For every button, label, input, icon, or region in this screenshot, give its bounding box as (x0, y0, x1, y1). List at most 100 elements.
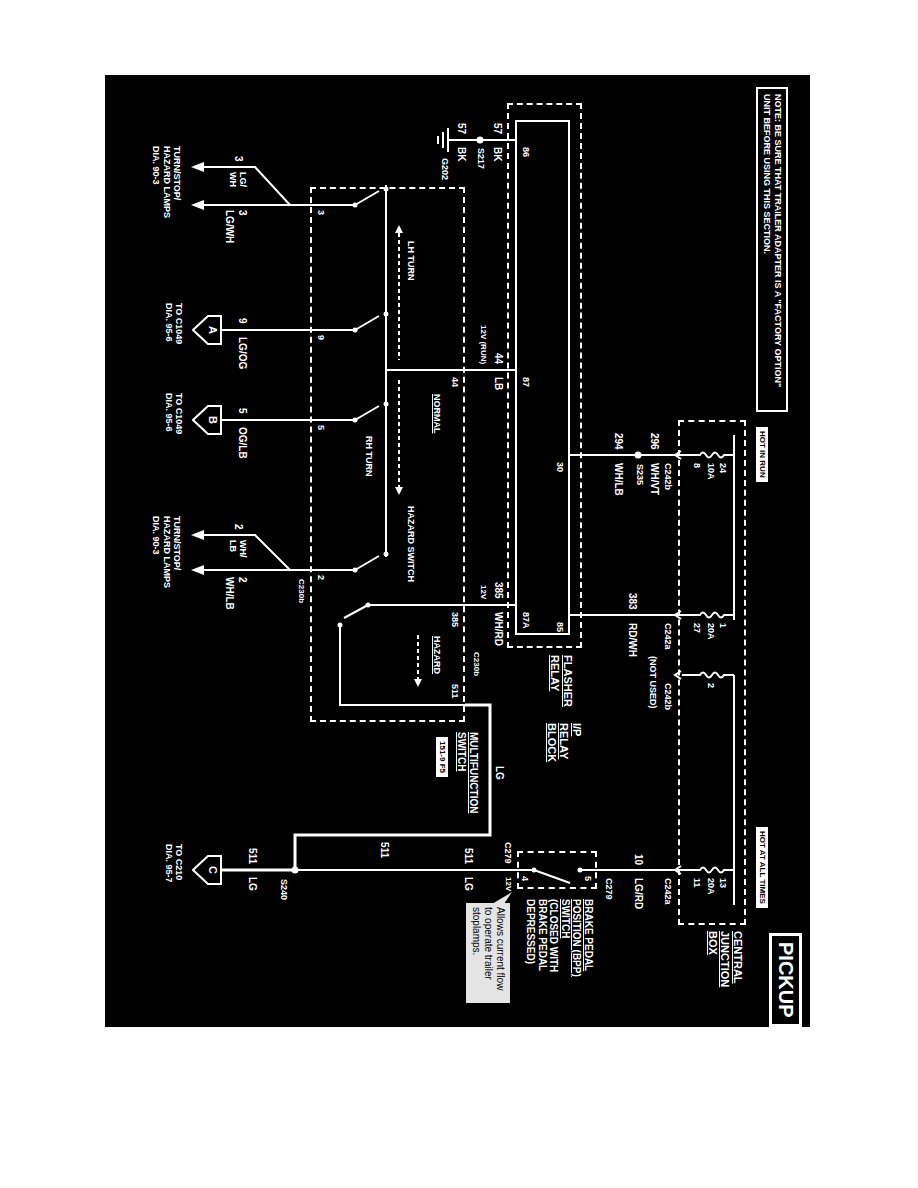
ground-symbol (437, 136, 439, 144)
heading-group: MULTIFUNCTION SWITCH (456, 732, 479, 824)
linkage-line (417, 635, 419, 679)
dot-group (191, 137, 642, 905)
wire-label: 27 (692, 622, 702, 634)
wire-label: LH TURN (406, 240, 416, 282)
contact-dot (366, 603, 371, 608)
wire-label: 11 (692, 877, 702, 889)
switch-blade (355, 316, 379, 330)
wire-label: 8 (692, 462, 702, 469)
contact-dot (353, 568, 358, 573)
bus-bar (385, 185, 387, 557)
splice-dot (477, 137, 484, 144)
wire-label: 12V (504, 876, 513, 892)
node-heading: FLASHER RELAY (549, 655, 574, 717)
wire-label: WH/RD (493, 611, 505, 647)
ground-symbol (442, 132, 444, 148)
wire-label: LG/ WH (227, 171, 248, 199)
wire-label: HAZARD (432, 635, 442, 675)
switch-lead (582, 869, 597, 871)
wire-label: 57 (492, 122, 504, 135)
note-box: NOTE: BE SURE THAT TRAILER ADAPTER IS A … (756, 87, 788, 412)
wire-label: 86 (521, 146, 531, 158)
contact-dot (578, 868, 583, 873)
wire-label: 44 (493, 352, 505, 365)
wire-label: 511 (379, 841, 391, 859)
heading-group: I/P RELAY BLOCK (545, 723, 583, 773)
wire-label: 296 (649, 432, 661, 451)
wire-label: LB (493, 376, 505, 391)
contact-dot (338, 623, 343, 628)
wire-label: C279 (503, 841, 513, 865)
node-body: (CLOSED WITH BRAKE PEDAL DEPRESSED) (525, 899, 560, 999)
wire-label: 10 (633, 853, 645, 866)
wire-connector (222, 329, 310, 331)
wire-label: 511 (247, 847, 259, 865)
wire-connector (222, 869, 517, 871)
wire-label: TURN/STOP/ HAZARD LAMPS DIA. 90-3 (151, 515, 182, 602)
heading-group: BRAKE PEDAL POSITION (BPP) SWITCH(CLOSED… (525, 899, 594, 999)
switch-blade (355, 191, 379, 205)
output-wire (204, 569, 355, 571)
bus-bar (733, 435, 735, 620)
fuse-symbol (682, 673, 734, 678)
arrowhead (395, 487, 403, 495)
switch-blade (355, 556, 379, 570)
wire-label: C242b (663, 462, 673, 491)
contact-dot (353, 418, 358, 423)
wire-label: LG/WH (224, 209, 236, 244)
wire-label: C230b (472, 651, 481, 677)
contact-dot (384, 312, 389, 317)
wire-label: C242b (663, 682, 673, 711)
wire-label: 385 (493, 581, 505, 600)
wire-label: 9 (237, 317, 249, 325)
output-wire (204, 535, 290, 570)
wire-label: 5 (316, 424, 326, 431)
wire-label: 3 (237, 209, 249, 217)
power-source-tag: HOT IN RUN (756, 427, 768, 482)
wire-label: RH TURN (364, 435, 374, 478)
wire-label: (NOT USED) (648, 655, 658, 710)
wire-connector (570, 454, 678, 456)
internal-wire (310, 419, 355, 421)
reference-tag: 151-9 F5 (436, 737, 448, 777)
wire-label: BK (492, 146, 504, 162)
node-heading: C (207, 855, 219, 885)
wire-connector (222, 705, 490, 870)
node-heading: NOTE: BE SURE THAT TRAILER ADAPTER IS A … (761, 94, 783, 405)
fuse-symbol (678, 868, 734, 873)
node-heading: I/P RELAY BLOCK (545, 723, 583, 773)
contact-dot (384, 552, 389, 557)
wire-label: LG (463, 876, 475, 892)
lamp-arrow (191, 200, 204, 210)
wire-label: 3 (316, 209, 326, 216)
arrow-shape (193, 856, 221, 884)
wire-label: TO C1049 DIA. 95-6 (163, 302, 184, 359)
relay-block: I/P RELAY BLOCKFLASHER RELAY (507, 103, 582, 648)
heading-group: FLASHER RELAY (549, 655, 574, 717)
wire-label: TO C1049 DIA. 95-6 (163, 392, 184, 449)
wire-connector (222, 419, 310, 421)
connector-arrow: C (192, 855, 222, 885)
node-heading: A (207, 315, 219, 345)
wire-label: 24 (718, 462, 728, 474)
wire-connector (570, 614, 678, 616)
wire-label: 294 (613, 432, 625, 451)
wire-label: 2 (233, 523, 245, 531)
wire-label: C230b (297, 578, 306, 604)
wire-label: OG/LB (237, 426, 249, 460)
wire-label: 13 (718, 877, 728, 889)
lamp-arrow (191, 162, 204, 172)
wire-label: LG/RD (633, 877, 645, 910)
wire-label: TURN/STOP/ HAZARD LAMPS DIA. 90-3 (151, 145, 182, 232)
node-heading: CENTRAL JUNCTION BOX (706, 931, 744, 1006)
wire-label: S217 (476, 147, 486, 170)
wire-label: HAZARD SWITCH (406, 505, 416, 583)
wire-label: 511 (450, 683, 460, 700)
wire-label: S235 (635, 463, 645, 486)
diagram-ground: PICKUPNOTE: BE SURE THAT TRAILER ADAPTER… (105, 75, 810, 1027)
arrowhead (395, 225, 403, 233)
wire-label: 44 (450, 376, 460, 388)
callout-box: Allows current flow to operate trailer s… (466, 903, 510, 1003)
contact-dot (353, 203, 358, 208)
contact-dot (384, 402, 389, 407)
